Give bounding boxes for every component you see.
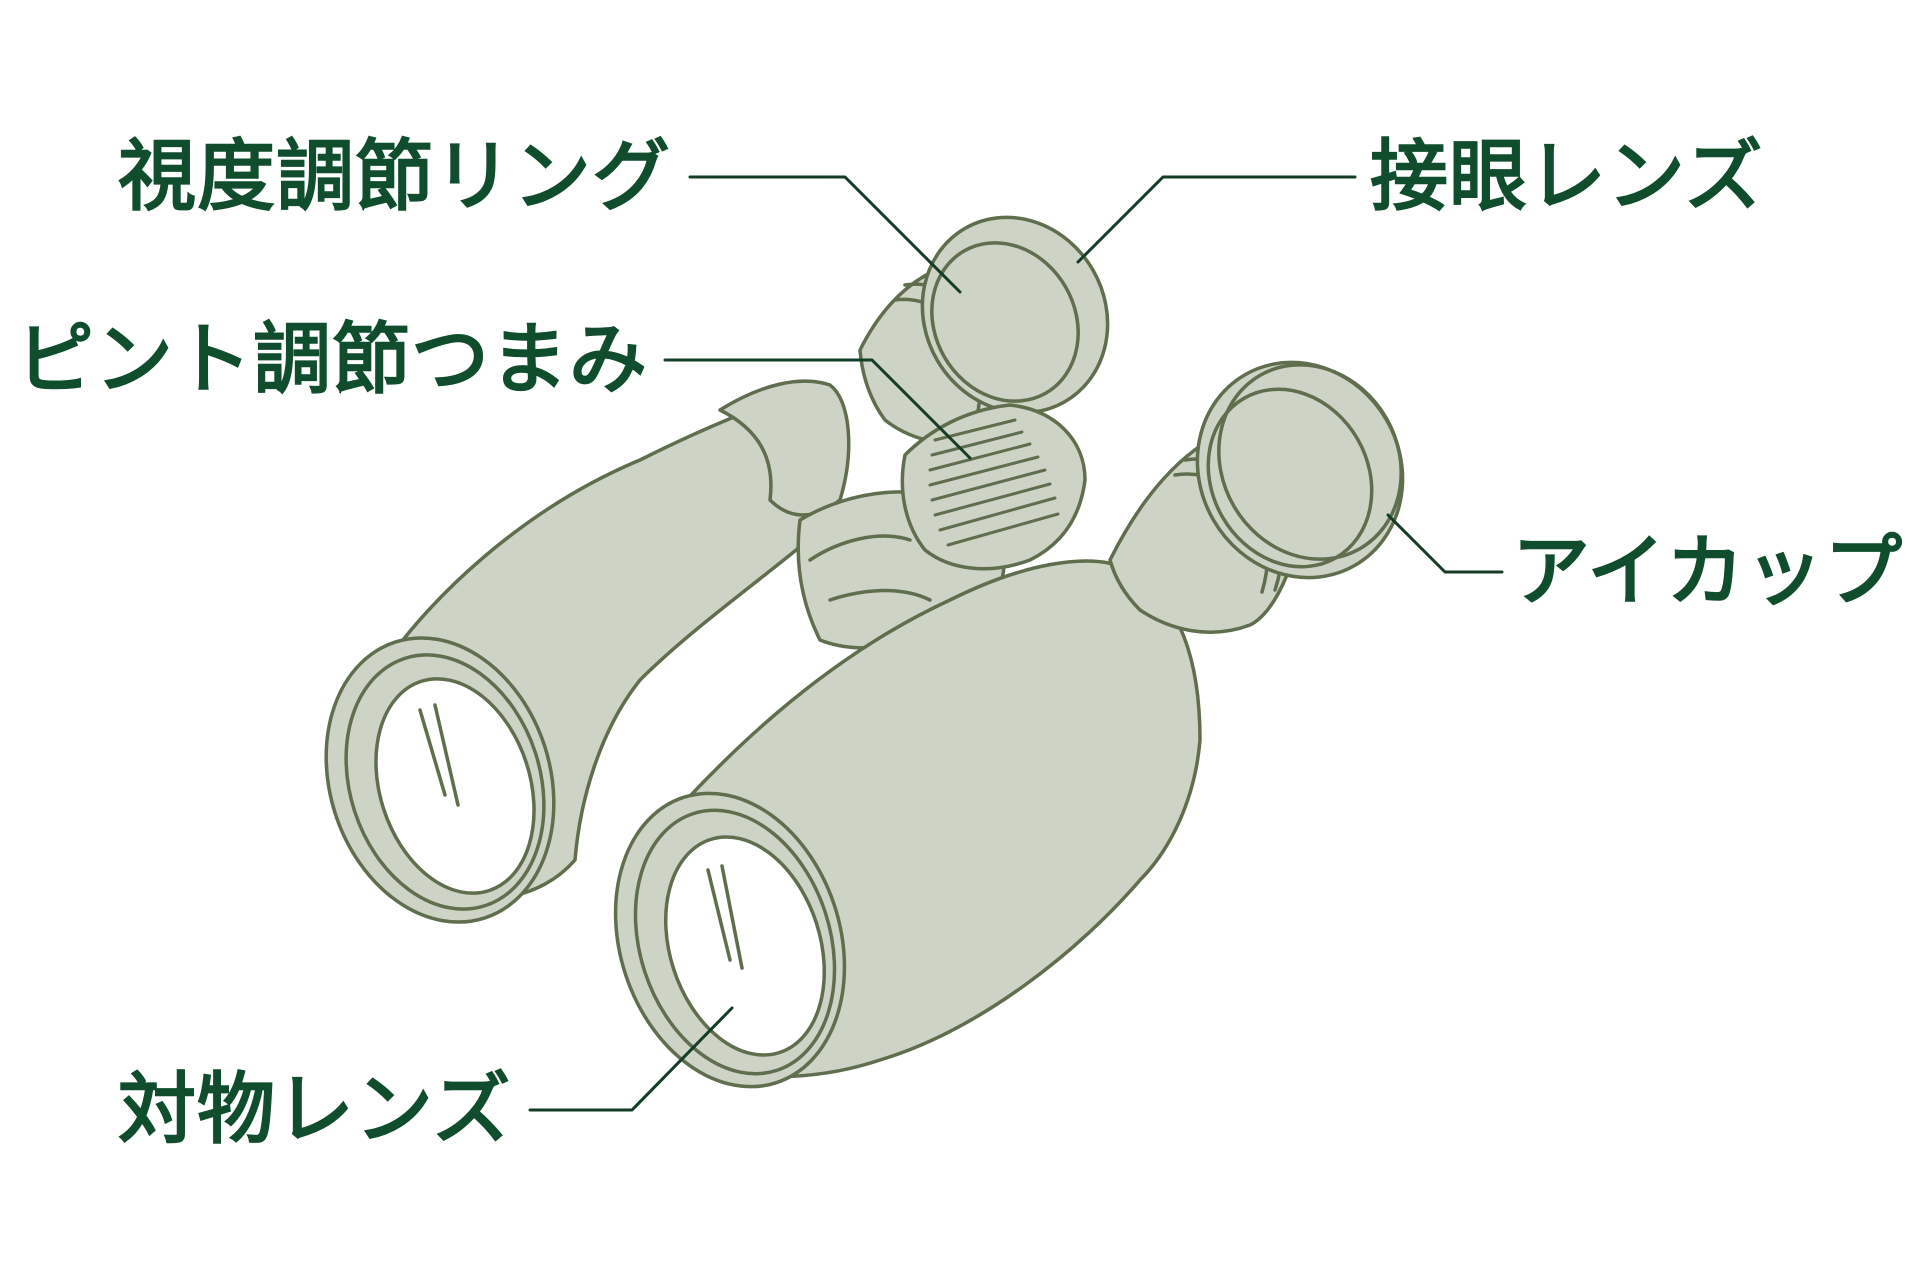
right-lens-glint-2: [720, 864, 744, 970]
leader-eyecup: [1386, 513, 1504, 574]
bridge-hinge: [808, 534, 932, 602]
label-eyecup: アイカップ: [1512, 527, 1904, 617]
left-lens-glint-1: [418, 708, 447, 797]
right-eyecup-rim: [1217, 363, 1403, 561]
label-objective-lens: 対物レンズ: [118, 1065, 512, 1155]
left-objective-rim: [344, 653, 546, 911]
label-diopter-ring: 視度調節リング: [118, 132, 672, 222]
focus-knob-ridges: [928, 418, 1060, 547]
leader-eyepiece-lens: [1076, 175, 1357, 264]
left-eyecup: [920, 215, 1110, 415]
right-objective-rim: [633, 808, 837, 1076]
right-lens-glint-1: [706, 868, 732, 962]
leader-diopter-ring: [688, 175, 962, 294]
leader-focus-knob: [663, 358, 972, 460]
label-eyepiece-lens: 接眼レンズ: [1370, 132, 1764, 222]
leader-objective-lens: [528, 1006, 734, 1112]
label-focus-knob: ピント調節つまみ: [16, 315, 649, 405]
left-eyecup-inner: [930, 241, 1080, 403]
right-objective-lens: [663, 835, 827, 1057]
left-lens-glint-2: [433, 703, 460, 807]
